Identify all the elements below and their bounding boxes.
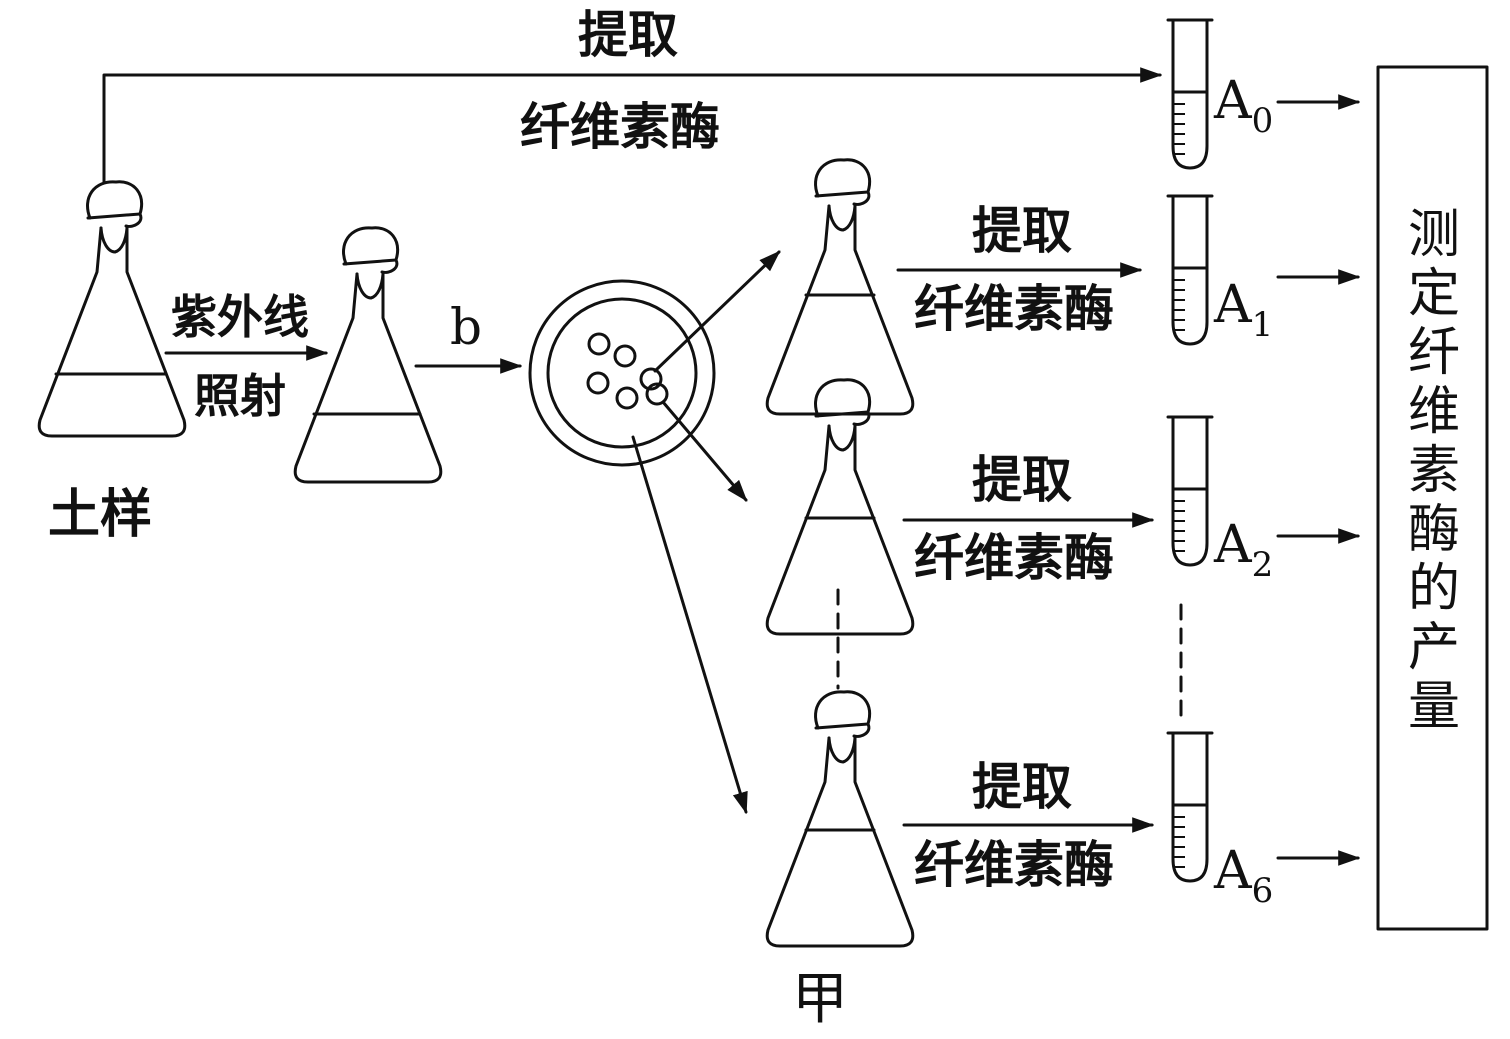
b-label: b xyxy=(450,298,482,356)
irradiate-label: 照射 xyxy=(194,369,286,423)
branch-1-enzyme-label: 纤维素酶 xyxy=(914,279,1114,338)
measure-box-char: 酶 xyxy=(1408,500,1460,560)
soil-flask xyxy=(37,180,187,438)
test-tube-a1 xyxy=(1166,194,1214,346)
test-tube-a0 xyxy=(1166,18,1214,170)
figure-caption: 甲 xyxy=(792,967,848,1032)
branch-flask-1 xyxy=(765,158,915,416)
mutant-flask xyxy=(293,226,443,484)
top-connector-line xyxy=(102,67,1163,184)
measure-box-char: 维 xyxy=(1408,382,1460,442)
branch-flask-6 xyxy=(765,690,915,948)
test-tube-a2 xyxy=(1166,415,1214,567)
uv-label: 紫外线 xyxy=(171,290,309,344)
measure-box-char: 纤 xyxy=(1408,323,1460,383)
dish-arrow-6 xyxy=(631,435,748,815)
branch-1-extract-label: 提取 xyxy=(972,201,1072,260)
test-tube-a6 xyxy=(1166,731,1214,883)
dish-arrow-2 xyxy=(661,400,748,502)
tube-a0-label: A0 xyxy=(1213,71,1273,141)
top-enzyme-label: 纤维素酶 xyxy=(520,97,720,156)
measure-box-char: 的 xyxy=(1408,559,1460,619)
tube-a2-label: A2 xyxy=(1213,515,1273,585)
branch-6-extract-label: 提取 xyxy=(972,757,1072,816)
branch-6-enzyme-label: 纤维素酶 xyxy=(914,835,1114,894)
tube-a6-label: A6 xyxy=(1213,841,1273,911)
dish-arrow-1 xyxy=(653,250,781,373)
measure-box-char: 测 xyxy=(1408,205,1460,265)
petri-dish xyxy=(528,279,716,467)
measure-box-char: 素 xyxy=(1408,441,1460,501)
branch-2-extract-label: 提取 xyxy=(972,450,1072,509)
measure-box xyxy=(1376,65,1489,931)
measure-box-char: 产 xyxy=(1408,618,1460,678)
measure-box-char: 定 xyxy=(1408,264,1460,324)
soil-label: 土样 xyxy=(48,484,152,545)
tube-a1-label: A1 xyxy=(1213,275,1273,345)
top-extract-label: 提取 xyxy=(578,5,678,64)
measure-box-char: 量 xyxy=(1408,677,1460,737)
branch-flask-2 xyxy=(765,378,915,636)
branch-2-enzyme-label: 纤维素酶 xyxy=(914,528,1114,587)
